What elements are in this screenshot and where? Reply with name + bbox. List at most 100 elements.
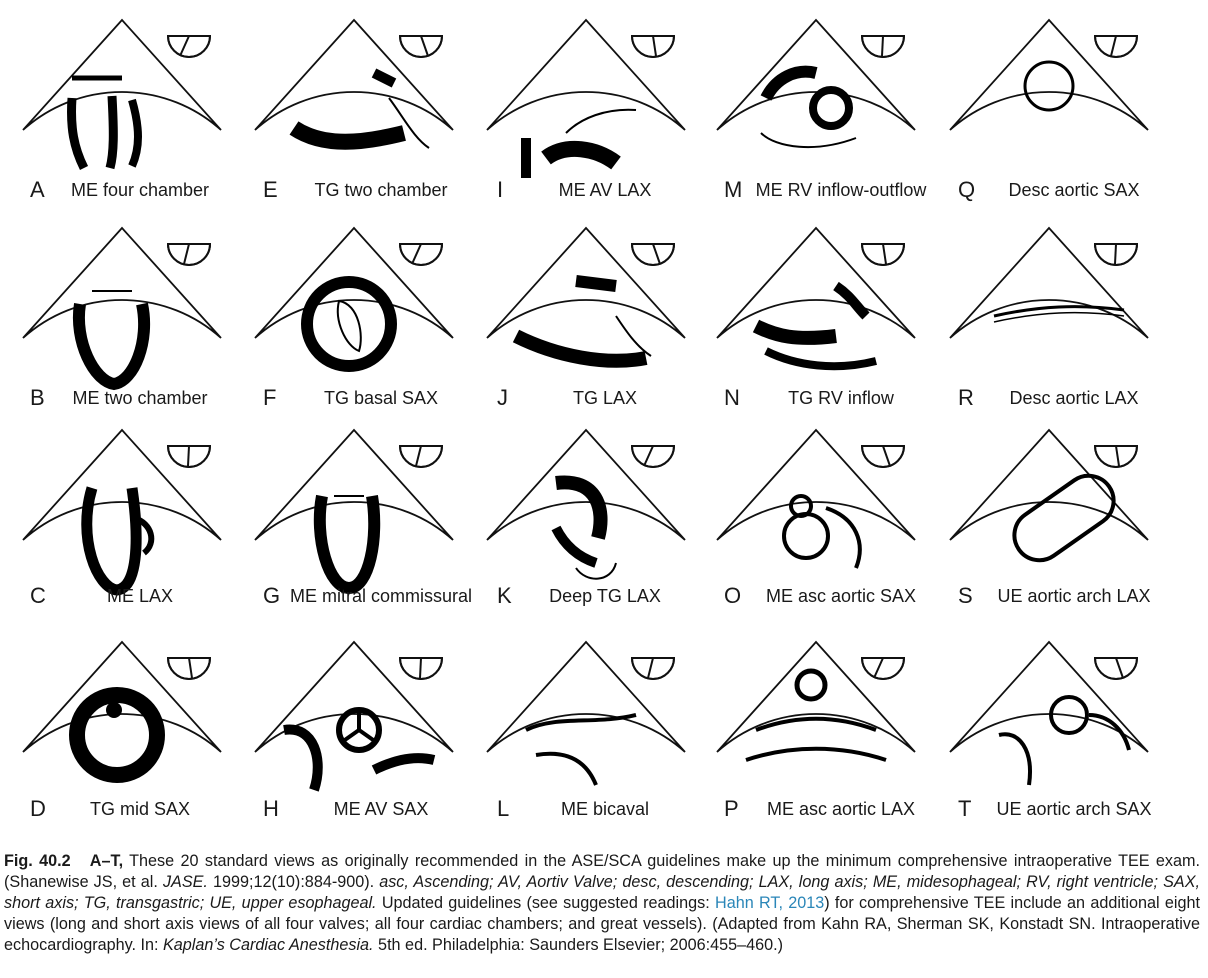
- view-letter: E: [263, 177, 278, 202]
- echo-sector-diagram: [486, 18, 686, 178]
- view-b: B ME two chamber: [0, 226, 242, 438]
- orientation-icon: [630, 35, 676, 58]
- echo-sector-diagram: [22, 18, 222, 171]
- view-label: UE aortic arch LAX: [997, 586, 1151, 606]
- view-f: F TG basal SAX: [232, 226, 474, 438]
- view-label: TG mid SAX: [89, 799, 191, 819]
- view-c: C ME LAX: [0, 428, 242, 640]
- view-letter: S: [958, 583, 973, 608]
- view-label: TG basal SAX: [323, 388, 439, 408]
- echo-sector-diagram: [254, 226, 454, 372]
- view-label: ME RV inflow-outflow: [755, 180, 927, 200]
- caption-letters: A–T,: [89, 852, 124, 870]
- view-p: P ME asc aortic LAX: [694, 640, 936, 852]
- orientation-icon: [1093, 35, 1139, 58]
- view-a: A ME four chamber: [0, 18, 242, 230]
- view-r: R Desc aortic LAX: [927, 226, 1169, 438]
- view-h: H ME AV SAX: [232, 640, 474, 852]
- orientation-icon: [398, 35, 444, 58]
- view-letter: L: [497, 796, 510, 821]
- echo-sector-diagram: [486, 226, 686, 368]
- orientation-icon: [860, 445, 906, 468]
- caption-text-2: 1999;12(10):884-900).: [207, 873, 380, 891]
- view-letter: P: [724, 796, 739, 821]
- orientation-icon: [1093, 243, 1139, 266]
- echo-sector-diagram: [716, 226, 916, 371]
- echo-sector-diagram: [486, 428, 686, 580]
- view-letter: M: [724, 177, 743, 202]
- view-letter: A: [30, 177, 45, 202]
- caption-journal: JASE.: [162, 873, 208, 891]
- caption-text-3: Updated guidelines (see suggested readin…: [376, 894, 715, 912]
- echo-sector-diagram: [716, 640, 916, 762]
- view-letter: F: [263, 385, 277, 410]
- view-label: ME asc aortic LAX: [766, 799, 916, 819]
- view-letter: G: [263, 583, 281, 608]
- view-letter: I: [497, 177, 504, 202]
- orientation-icon: [166, 657, 212, 680]
- caption-text-5: 5th ed. Philadelphia: Saunders Elsevier;…: [373, 936, 784, 954]
- echo-sector-diagram: [716, 18, 916, 148]
- echo-sector-diagram: [254, 428, 454, 595]
- orientation-icon: [630, 243, 676, 266]
- view-letter: J: [497, 385, 508, 410]
- view-letter: R: [958, 385, 974, 410]
- view-e: E TG two chamber: [232, 18, 474, 230]
- view-label: ME AV SAX: [333, 799, 429, 819]
- caption-book: Kaplan’s Cardiac Anesthesia.: [162, 936, 374, 954]
- echo-sector-diagram: [949, 226, 1149, 339]
- echo-sector-diagram: [949, 428, 1149, 563]
- view-letter: H: [263, 796, 279, 821]
- orientation-icon: [166, 243, 212, 266]
- orientation-icon: [166, 35, 212, 58]
- echo-sector-diagram: [22, 226, 222, 391]
- figure-caption: Fig. 40.2 A–T, These 20 standard views a…: [4, 851, 1200, 956]
- view-t: T UE aortic arch SAX: [927, 640, 1169, 852]
- view-label: ME LAX: [106, 586, 174, 606]
- echo-sector-diagram: [22, 640, 222, 783]
- orientation-icon: [166, 445, 212, 468]
- caption-abbreviations: asc, Ascending; AV, Aortiv Valve; desc, …: [4, 873, 1200, 912]
- caption-text-1: These 20 standard views as originally re…: [4, 852, 1201, 891]
- view-letter: C: [30, 583, 46, 608]
- orientation-icon: [398, 657, 444, 680]
- orientation-icon: [1093, 657, 1139, 680]
- view-letter: O: [724, 583, 742, 608]
- view-letter: N: [724, 385, 740, 410]
- view-label: UE aortic arch SAX: [996, 799, 1152, 819]
- view-label: ME AV LAX: [558, 180, 652, 200]
- echo-sector-diagram: [254, 640, 454, 792]
- echo-sector-diagram: [486, 640, 686, 786]
- orientation-icon: [398, 243, 444, 266]
- view-label: TG two chamber: [314, 180, 448, 200]
- orientation-icon: [860, 243, 906, 266]
- view-letter: T: [958, 796, 972, 821]
- view-letter: B: [30, 385, 45, 410]
- orientation-icon: [630, 657, 676, 680]
- view-g: G ME mitral commissural: [232, 428, 474, 640]
- caption-text-4: ) for comprehensive TEE include an addit…: [4, 894, 1200, 954]
- caption-reference-link[interactable]: Hahn RT, 2013: [715, 894, 825, 912]
- view-s: S UE aortic arch LAX: [927, 428, 1169, 640]
- orientation-icon: [860, 35, 906, 58]
- view-label: ME four chamber: [70, 180, 210, 200]
- view-label: Deep TG LAX: [549, 586, 661, 606]
- echo-sector-diagram: [254, 18, 454, 150]
- figure-number: Fig. 40.2: [4, 852, 71, 870]
- orientation-icon: [1093, 445, 1139, 468]
- echo-sector-diagram: [22, 428, 222, 596]
- orientation-icon: [398, 445, 444, 468]
- view-label: ME mitral commissural: [289, 586, 473, 606]
- view-label: TG RV inflow: [788, 388, 894, 408]
- view-label: ME two chamber: [72, 388, 208, 408]
- view-label: ME bicaval: [560, 799, 650, 819]
- view-label: Desc aortic LAX: [1009, 388, 1139, 408]
- echo-sector-diagram: [716, 428, 916, 569]
- view-label: Desc aortic SAX: [1008, 180, 1140, 200]
